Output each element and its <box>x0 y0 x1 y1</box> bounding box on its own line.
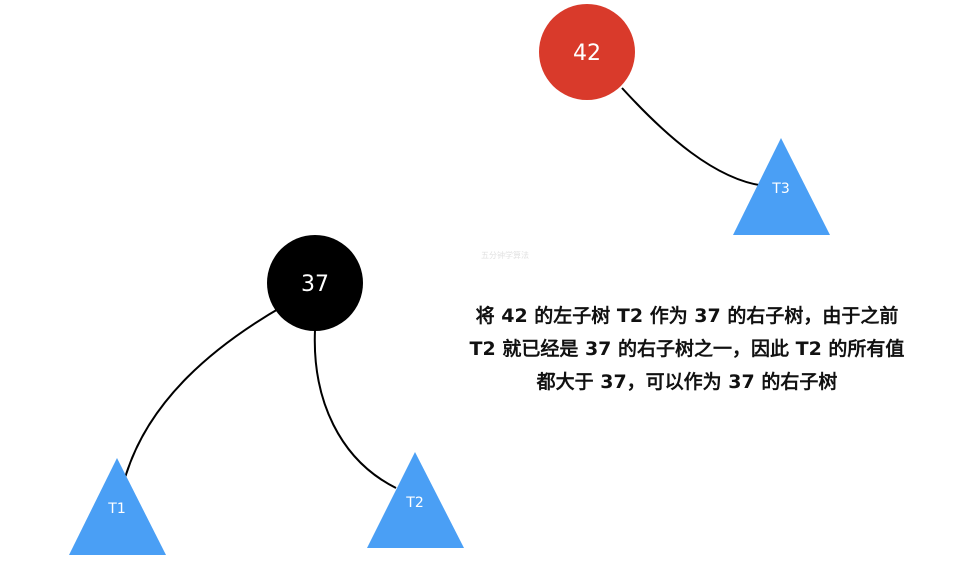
caption-line-3: 都大于 37，可以作为 37 的右子树 <box>536 371 838 393</box>
node-37: 37 <box>267 235 363 331</box>
subtree-t3-triangle <box>733 138 830 235</box>
subtree-t1-label: T1 <box>107 501 125 517</box>
subtree-t2-label: T2 <box>405 495 423 511</box>
watermark: 五分钟学算法 <box>481 250 529 260</box>
node-42-label: 42 <box>573 41 601 66</box>
subtree-t1-triangle <box>69 458 166 555</box>
subtree-t3: T3 <box>733 138 830 235</box>
node-37-circle <box>267 235 363 331</box>
subtree-t3-label: T3 <box>771 181 789 197</box>
subtree-t1: T1 <box>69 458 166 555</box>
subtree-t2-triangle <box>367 452 464 548</box>
edge-42-t3 <box>621 87 766 187</box>
explanation-caption: 将 42 的左子树 T2 作为 37 的右子树，由于之前 T2 就已经是 37 … <box>428 300 946 399</box>
node-42: 42 <box>539 4 635 100</box>
subtree-t2: T2 <box>367 452 464 548</box>
node-37-label: 37 <box>301 272 329 297</box>
caption-line-1: 将 42 的左子树 T2 作为 37 的右子树，由于之前 <box>475 305 899 327</box>
caption-line-2: T2 就已经是 37 的右子树之一，因此 T2 的所有值 <box>469 338 905 360</box>
edge-37-t2 <box>313 329 397 489</box>
edge-37-t1 <box>124 304 286 479</box>
node-42-circle <box>539 4 635 100</box>
